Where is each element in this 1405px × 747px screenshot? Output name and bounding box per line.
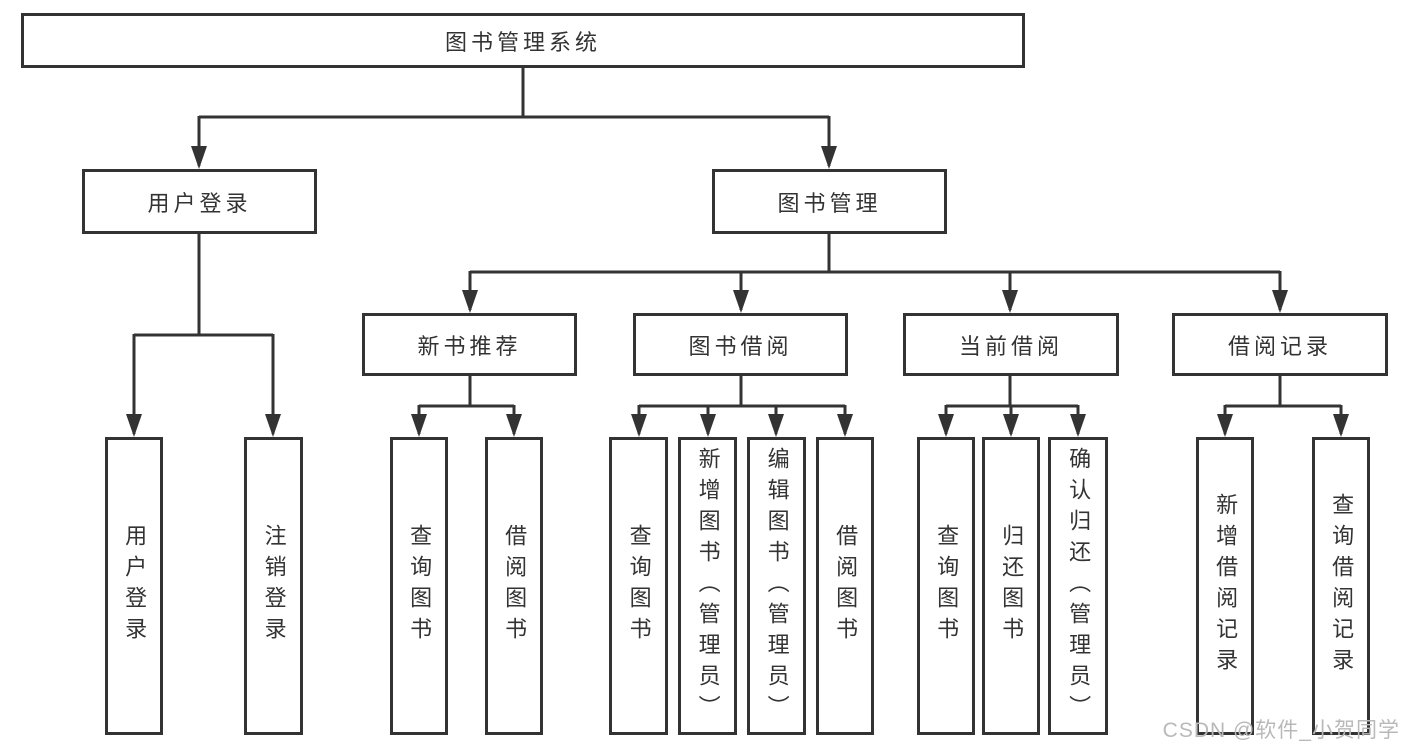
node-current-return-books: 归还图书: [982, 437, 1040, 735]
node-borrow-add-books-admin: 新增图书（管理员）: [678, 437, 737, 735]
node-label: 用户登录: [122, 524, 148, 648]
node-borrow-query-books: 查询图书: [609, 437, 668, 735]
node-label: 新书推荐: [417, 333, 522, 359]
node-current-borrowing: 当前借阅: [903, 313, 1119, 376]
node-newrec-borrow-books: 借阅图书: [485, 437, 543, 735]
node-label: 图书管理: [777, 190, 882, 216]
node-label: 确认归还（管理员）: [1066, 446, 1092, 726]
node-book-management: 图书管理: [712, 169, 947, 234]
node-logout: 注销登录: [244, 437, 303, 735]
arrowhead-icons: [126, 146, 1349, 437]
node-borrow-borrow-books: 借阅图书: [816, 437, 874, 735]
node-label: 查询图书: [407, 524, 433, 648]
node-label: 查询图书: [626, 524, 652, 648]
node-label: 注销登录: [261, 524, 287, 648]
node-new-book-recommend: 新书推荐: [362, 313, 577, 376]
watermark: CSDN @软件_小贺同学: [1162, 719, 1400, 742]
node-newrec-query-books: 查询图书: [390, 437, 448, 735]
node-label: 图书管理系统: [444, 29, 601, 55]
node-label: 图书借阅: [688, 333, 793, 359]
node-book-borrowing: 图书借阅: [633, 313, 848, 376]
node-borrow-edit-books-admin: 编辑图书（管理员）: [747, 437, 806, 735]
node-label: 归还图书: [999, 524, 1025, 648]
node-label: 查询图书: [934, 524, 960, 648]
node-label: 编辑图书（管理员）: [764, 446, 790, 726]
node-label: 借阅记录: [1227, 333, 1332, 359]
node-label: 查询借阅记录: [1329, 493, 1355, 679]
node-label: 借阅图书: [833, 524, 859, 648]
node-label: 新增借阅记录: [1213, 493, 1239, 679]
node-label: 新增图书（管理员）: [695, 446, 721, 726]
node-user-login: 用户登录: [82, 169, 317, 234]
node-label: 当前借阅: [958, 333, 1063, 359]
node-library-management-system: 图书管理系统: [21, 13, 1025, 68]
node-label: 借阅图书: [502, 524, 528, 648]
node-records-query-record: 查询借阅记录: [1312, 437, 1370, 735]
node-records-add-record: 新增借阅记录: [1196, 437, 1254, 735]
node-current-confirm-return-admin: 确认归还（管理员）: [1048, 437, 1108, 735]
node-user-login-leaf: 用户登录: [105, 437, 163, 735]
node-current-query-books: 查询图书: [917, 437, 975, 735]
node-label: 用户登录: [147, 190, 252, 216]
node-borrowing-records: 借阅记录: [1172, 313, 1388, 376]
